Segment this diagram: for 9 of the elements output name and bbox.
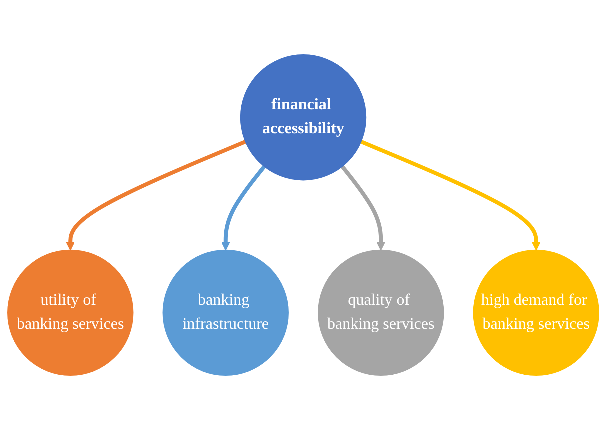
arrow (360, 140, 541, 250)
node-circle: utility of banking services (8, 250, 134, 376)
arrow (340, 165, 386, 250)
node-circle: high demand for banking services (473, 250, 600, 376)
node-circle: quality of banking services (318, 250, 444, 376)
node-circle: financial accessibility (240, 54, 367, 180)
arrow (221, 165, 266, 250)
node-circle: banking infrastructure (162, 250, 289, 376)
arrow (66, 140, 247, 250)
